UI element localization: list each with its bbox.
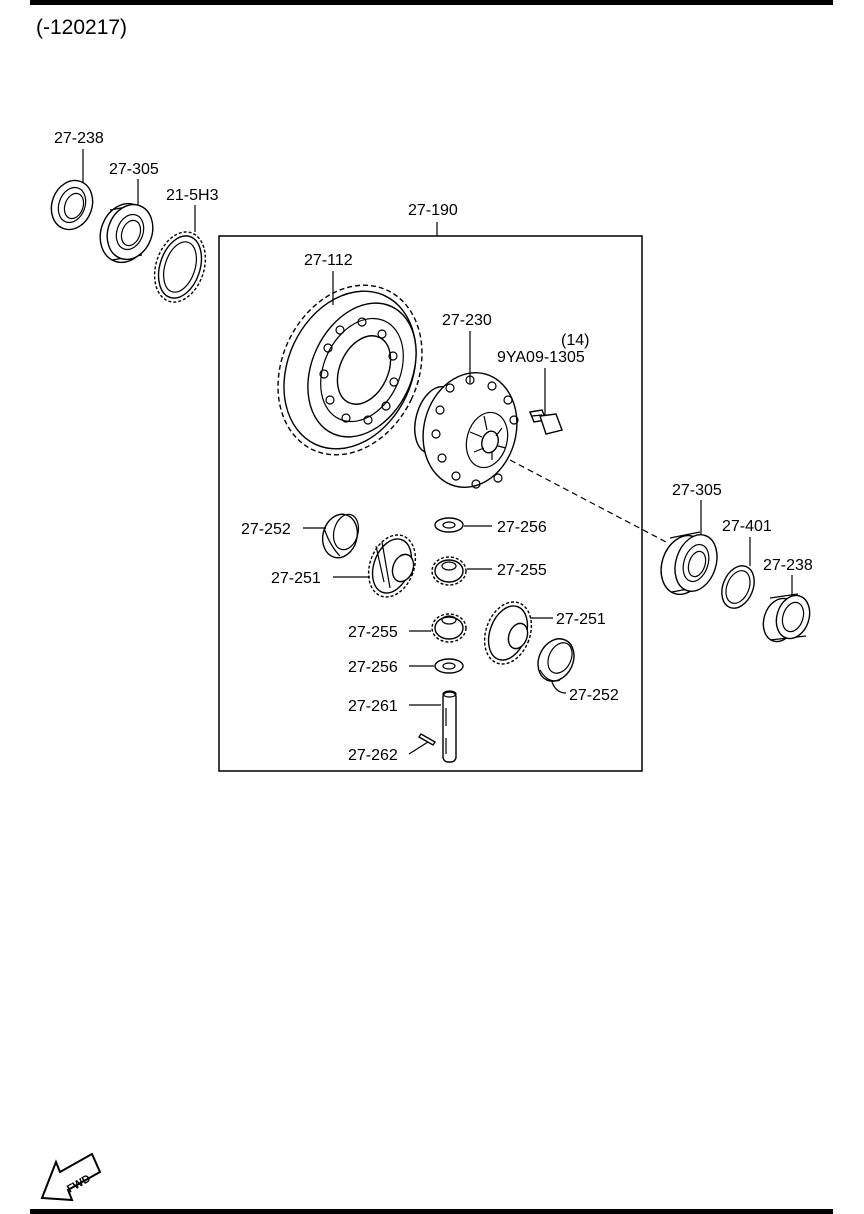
pinion-gear-top[interactable] xyxy=(431,556,467,586)
side-gear-right[interactable] xyxy=(476,595,539,670)
label-speedo-gear: 21-5H3 xyxy=(166,187,219,204)
label-bolt-qty: (14) xyxy=(561,332,589,349)
speedo-drive-gear[interactable] xyxy=(146,225,214,308)
pinion-gear-bottom[interactable] xyxy=(431,613,467,643)
label-pin: 27-262 xyxy=(348,747,398,764)
label-shim: 27-401 xyxy=(722,518,772,535)
side-gear-left[interactable] xyxy=(360,528,423,603)
top-rule xyxy=(30,0,833,5)
label-diff-case: 27-230 xyxy=(442,312,492,329)
ring-gear[interactable] xyxy=(251,262,449,479)
differential-case[interactable] xyxy=(408,362,530,498)
model-code-header: (-120217) xyxy=(36,16,128,39)
bearing-seal-left[interactable] xyxy=(45,175,100,236)
label-thrust-washer-right: 27-252 xyxy=(569,687,619,704)
adjusting-shim[interactable] xyxy=(716,561,760,613)
label-side-gear-right: 27-251 xyxy=(556,611,606,628)
label-ring-gear: 27-112 xyxy=(304,252,353,269)
pinion-shaft[interactable] xyxy=(442,690,457,763)
bearing-right[interactable] xyxy=(654,529,724,600)
label-thrust-washer-left: 27-252 xyxy=(241,521,291,538)
pinion-shaft-pin[interactable] xyxy=(418,733,436,746)
label-pinion-washer-bottom: 27-256 xyxy=(348,659,398,676)
bottom-rule xyxy=(30,1209,833,1214)
ring-gear-bolt[interactable] xyxy=(529,409,563,435)
side-gear-thrust-washer-right[interactable] xyxy=(531,633,580,687)
label-bearing-left: 27-305 xyxy=(109,161,159,178)
fwd-direction-icon: FWD xyxy=(40,1152,102,1202)
label-bearing-seal-left: 27-238 xyxy=(54,130,104,147)
bearing-seal-right[interactable] xyxy=(758,591,815,646)
label-pinion-washer-top: 27-256 xyxy=(497,519,547,536)
pinion-washer-bottom[interactable] xyxy=(434,658,464,674)
side-gear-thrust-washer-left[interactable] xyxy=(318,510,362,561)
assembly-box xyxy=(218,235,643,772)
pinion-washer-top[interactable] xyxy=(434,517,464,533)
label-pinion-gear-top: 27-255 xyxy=(497,562,547,579)
label-bolt-part: 9YA09-1305 xyxy=(497,349,585,366)
label-bearing-right: 27-305 xyxy=(672,482,722,499)
label-bearing-seal-right: 27-238 xyxy=(763,557,813,574)
label-assembly: 27-190 xyxy=(408,202,458,219)
label-side-gear-left: 27-251 xyxy=(271,570,321,587)
label-pinion-gear-bottom: 27-255 xyxy=(348,624,398,641)
bearing-left[interactable] xyxy=(92,197,160,270)
label-pinion-shaft: 27-261 xyxy=(348,698,398,715)
